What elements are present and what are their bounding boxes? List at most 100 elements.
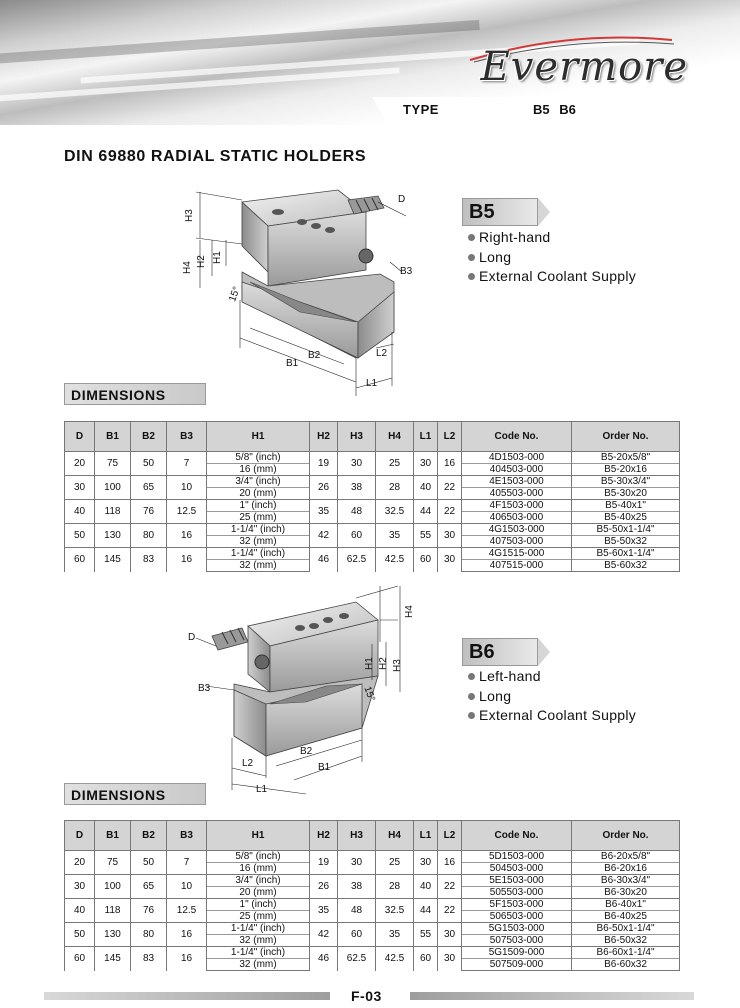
b6-model-label: B6 bbox=[469, 641, 495, 663]
b6-label-h1: H1 bbox=[364, 657, 375, 670]
cell-l2: 22 bbox=[437, 499, 462, 524]
table-row: 20 75 50 7 5/8" (inch) 19 30 25 30 16 5D… bbox=[64, 850, 680, 875]
b5-label-h1: H1 bbox=[212, 251, 223, 264]
cell-code-inch: 4G1503-000 bbox=[461, 523, 572, 536]
cell-l1: 55 bbox=[413, 523, 438, 548]
table-row: 30 100 65 10 3/4" (inch) 26 38 28 40 22 … bbox=[64, 874, 680, 899]
col-header: B2 bbox=[130, 820, 167, 851]
cell-b3: 16 bbox=[166, 946, 207, 971]
cell-b2: 65 bbox=[130, 475, 167, 500]
cell-b3: 7 bbox=[166, 451, 207, 476]
cell-b3: 7 bbox=[166, 850, 207, 875]
cell-order-inch: B5-20x5/8" bbox=[571, 451, 680, 464]
cell-b1: 75 bbox=[94, 850, 131, 875]
cell-code-inch: 4G1515-000 bbox=[461, 547, 572, 560]
cell-h3: 60 bbox=[337, 523, 376, 548]
table-row: 50 130 80 16 1-1/4" (inch) 42 60 35 55 3… bbox=[64, 922, 680, 947]
col-header: H2 bbox=[309, 421, 338, 452]
type-bar bbox=[386, 97, 740, 121]
cell-order-mm: B5-60x32 bbox=[571, 559, 680, 572]
cell-l2: 16 bbox=[437, 451, 462, 476]
col-header: D bbox=[64, 421, 95, 452]
cell-order-mm: B6-40x25 bbox=[571, 910, 680, 923]
cell-l2: 30 bbox=[437, 946, 462, 971]
cell-order-inch: B5-50x1-1/4" bbox=[571, 523, 680, 536]
b6-label-b2: B2 bbox=[300, 746, 313, 757]
table-row: 32 (mm) 507509-000 B6-60x32 bbox=[65, 958, 680, 971]
cell-h1-inch: 1-1/4" (inch) bbox=[206, 922, 310, 935]
cell-h2: 35 bbox=[309, 499, 338, 524]
table-row: 32 (mm) 507503-000 B6-50x32 bbox=[65, 934, 680, 947]
cell-b1: 118 bbox=[94, 898, 131, 923]
type-label: TYPE bbox=[403, 102, 439, 117]
col-header: B1 bbox=[94, 820, 131, 851]
cell-order-inch: B5-30x3/4" bbox=[571, 475, 680, 488]
cell-code-mm: 507509-000 bbox=[461, 958, 572, 971]
cell-h1-mm: 20 (mm) bbox=[206, 487, 310, 500]
b5-label-b3: B3 bbox=[400, 266, 413, 277]
cell-order-mm: B5-30x20 bbox=[571, 487, 680, 500]
b5-dimensions-text: DIMENSIONS bbox=[71, 387, 166, 403]
b5-label-h3: H3 bbox=[184, 209, 195, 222]
col-header: B2 bbox=[130, 421, 167, 452]
cell-code-inch: 5G1509-000 bbox=[461, 946, 572, 959]
b5-feature-text: Right-hand bbox=[479, 229, 551, 245]
b6-label-h4: H4 bbox=[404, 605, 415, 618]
b6-model-box: B6 bbox=[462, 638, 538, 666]
cell-order-mm: B6-20x16 bbox=[571, 862, 680, 875]
cell-code-mm: 406503-000 bbox=[461, 511, 572, 524]
b5-model-label: B5 bbox=[469, 201, 495, 223]
b5-feature-item: External Coolant Supply bbox=[468, 267, 636, 287]
cell-order-inch: B5-40x1" bbox=[571, 499, 680, 512]
b6-label-h2: H2 bbox=[378, 657, 389, 670]
footer-tab bbox=[330, 986, 410, 1008]
cell-code-mm: 506503-000 bbox=[461, 910, 572, 923]
cell-h1-inch: 1" (inch) bbox=[206, 499, 310, 512]
cell-order-mm: B6-60x32 bbox=[571, 958, 680, 971]
cell-l1: 60 bbox=[413, 547, 438, 572]
cell-b1: 145 bbox=[94, 946, 131, 971]
cell-d: 60 bbox=[64, 547, 95, 572]
cell-h3: 30 bbox=[337, 451, 376, 476]
cell-b1: 100 bbox=[94, 475, 131, 500]
cell-d: 20 bbox=[64, 850, 95, 875]
table-row: 50 130 80 16 1-1/4" (inch) 42 60 35 55 3… bbox=[64, 523, 680, 548]
table-row: 40 118 76 12.5 1" (inch) 35 48 32.5 44 2… bbox=[64, 499, 680, 524]
cell-l1: 30 bbox=[413, 850, 438, 875]
b6-drawing-svg: D B3 H4 H1 H2 H3 15° B2 B1 L2 L1 bbox=[188, 585, 415, 795]
cell-h3: 60 bbox=[337, 922, 376, 947]
cell-code-inch: 5E1503-000 bbox=[461, 874, 572, 887]
b6-feature-item: Long bbox=[468, 687, 636, 707]
b6-feature-text: Long bbox=[479, 687, 512, 704]
cell-d: 50 bbox=[64, 922, 95, 947]
cell-b3: 10 bbox=[166, 874, 207, 899]
cell-b3: 12.5 bbox=[166, 499, 207, 524]
col-header: Code No. bbox=[461, 421, 572, 452]
cell-b2: 80 bbox=[130, 523, 167, 548]
cell-b3: 16 bbox=[166, 547, 207, 572]
b5-feature-item: Right-hand bbox=[468, 228, 636, 248]
cell-d: 50 bbox=[64, 523, 95, 548]
cell-h2: 46 bbox=[309, 946, 338, 971]
b6-label-d: D bbox=[188, 632, 195, 643]
page-title: DIN 69880 RADIAL STATIC HOLDERS bbox=[64, 148, 367, 165]
cell-code-inch: 4E1503-000 bbox=[461, 475, 572, 488]
cell-code-inch: 5D1503-000 bbox=[461, 850, 572, 863]
col-header: H3 bbox=[337, 421, 376, 452]
cell-order-inch: B5-60x1-1/4" bbox=[571, 547, 680, 560]
cell-l1: 40 bbox=[413, 475, 438, 500]
cell-h1-mm: 32 (mm) bbox=[206, 535, 310, 548]
b5-label-angle: 15° bbox=[227, 285, 243, 303]
table-row: 16 (mm) 504503-000 B6-20x16 bbox=[65, 862, 680, 875]
bullet-icon bbox=[468, 673, 475, 681]
cell-h1-inch: 5/8" (inch) bbox=[206, 451, 310, 464]
b6-label-l2: L2 bbox=[242, 758, 254, 769]
cell-d: 30 bbox=[64, 475, 95, 500]
cell-l2: 30 bbox=[437, 922, 462, 947]
cell-h1-mm: 25 (mm) bbox=[206, 511, 310, 524]
bullet-icon bbox=[468, 712, 475, 720]
b6-dimensions-table: D B1 B2 B3 H1 H2 H3 H4 L1 L2 Code No. Or… bbox=[64, 820, 680, 971]
cell-h3: 38 bbox=[337, 874, 376, 899]
b5-model-box: B5 bbox=[462, 198, 538, 226]
cell-h4: 35 bbox=[375, 922, 414, 947]
